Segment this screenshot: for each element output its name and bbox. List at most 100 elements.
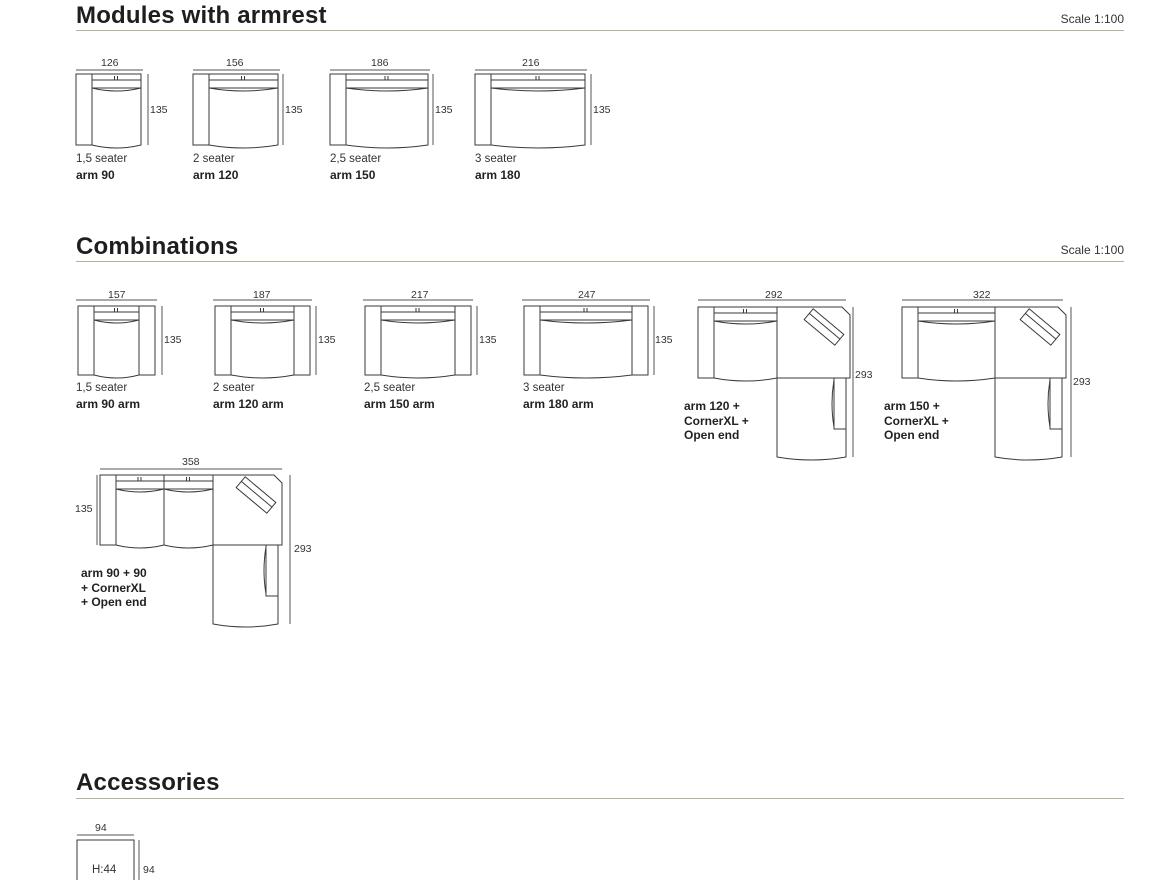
combination-type: 3 seater [523, 382, 565, 394]
scale-label: Scale 1:100 [1060, 12, 1124, 26]
corner-cushion [1019, 308, 1061, 346]
seat-cushion [490, 88, 586, 149]
seat-cushion [93, 320, 140, 379]
back-cushion [115, 474, 165, 490]
module-type: 2 seater [193, 153, 235, 165]
side-cushion-edge [1047, 379, 1051, 428]
corner-module [212, 474, 283, 546]
seat-edge [91, 87, 142, 92]
seat-edge [93, 319, 140, 324]
name-line: CornerXL + [684, 413, 749, 428]
seat-cushion [230, 320, 295, 379]
section-title-accessories: Accessories [76, 769, 220, 796]
back-cushion [380, 305, 456, 321]
width-dimension: 187 [253, 289, 271, 301]
combination-type: 2 seater [213, 382, 255, 394]
combination-name: arm 90 arm [76, 397, 141, 411]
width-dimension: 94 [95, 822, 107, 834]
seat-edge [345, 87, 429, 92]
width-dimension: 358 [182, 456, 200, 468]
seat-edge [539, 319, 633, 324]
armrest [474, 73, 492, 146]
armrest [697, 306, 715, 379]
depth-dimension: 94 [143, 864, 155, 876]
width-dimension: 216 [522, 57, 540, 69]
back-cushion [539, 305, 633, 321]
depth-dimension: 135 [655, 334, 673, 346]
back-cushion [230, 305, 295, 321]
depth-dimension: 135 [435, 104, 453, 116]
armrest [901, 306, 919, 379]
module-name: arm 90 [76, 168, 115, 182]
module-type: 2,5 seater [330, 153, 382, 165]
name-line: arm 90 + 90 [81, 566, 147, 580]
seat-edge [490, 87, 586, 92]
depth-dimension: 135 [164, 334, 182, 346]
module-type: 1,5 seater [76, 153, 128, 165]
armrest [329, 73, 347, 146]
seat-cushion [115, 489, 165, 549]
armrest [214, 305, 232, 376]
name-line: arm 120 + [684, 399, 740, 413]
module-name: arm 180 [475, 168, 521, 182]
width-dimension: 247 [578, 289, 596, 301]
section-title-combinations: Combinations [76, 233, 239, 260]
module-name: arm 120 [193, 168, 239, 182]
divider [76, 798, 1124, 799]
armrest [75, 73, 93, 146]
seat-cushion [345, 88, 429, 149]
depth-dimension: 135 [479, 334, 497, 346]
module-name: arm 150 [330, 168, 376, 182]
width-dimension: 157 [108, 289, 126, 301]
chaise-open-end [776, 378, 847, 461]
seat-edge [713, 320, 778, 325]
armrest [454, 305, 472, 376]
divider [76, 30, 1124, 31]
depth-dimension: 293 [294, 543, 312, 555]
back-cushion [490, 73, 586, 89]
seat-cushion [163, 489, 214, 549]
chaise-open-end [994, 378, 1063, 461]
side-cushion [1049, 377, 1063, 430]
name-line: CornerXL + [884, 413, 949, 428]
name-line: + CornerXL [81, 580, 147, 595]
depth-dimension: 135 [593, 104, 611, 116]
width-dimension: 156 [226, 57, 244, 69]
width-dimension: 322 [973, 289, 991, 301]
seat-cushion [208, 88, 279, 149]
depth-dimension: 293 [1073, 376, 1091, 388]
back-cushion [93, 305, 140, 321]
width-dimension: 126 [101, 57, 119, 69]
armrest [293, 305, 311, 376]
combination-name: arm 120 arm [213, 397, 284, 411]
side-cushion-edge [263, 546, 267, 595]
depth-dimension-left: 135 [75, 503, 93, 515]
name-line: Open end [684, 428, 740, 442]
armrest [631, 305, 649, 376]
back-cushion [91, 73, 142, 89]
armrest [192, 73, 210, 146]
side-cushion-edge [831, 379, 835, 428]
corner-module [994, 306, 1067, 379]
scale-label: Scale 1:100 [1060, 243, 1124, 257]
side-cushion [265, 544, 279, 597]
back-cushion [163, 474, 214, 490]
depth-dimension: 135 [150, 104, 168, 116]
corner-module [776, 306, 851, 379]
back-cushion [345, 73, 429, 89]
side-cushion [833, 377, 847, 430]
depth-dimension: 293 [855, 369, 873, 381]
name-line: + Open end [81, 595, 147, 609]
width-dimension: 186 [371, 57, 389, 69]
name-line: arm 150 + [884, 399, 940, 413]
width-dimension: 292 [765, 289, 783, 301]
back-cushion [917, 306, 996, 322]
armrest [364, 305, 382, 376]
combination-name: arm 180 arm [523, 397, 594, 411]
width-dimension: 217 [411, 289, 429, 301]
seat-edge [230, 319, 295, 324]
combination-name: arm 90 + 90 + CornerXL + Open end [81, 566, 147, 610]
seat-cushion [91, 88, 142, 149]
armrest [77, 305, 95, 376]
